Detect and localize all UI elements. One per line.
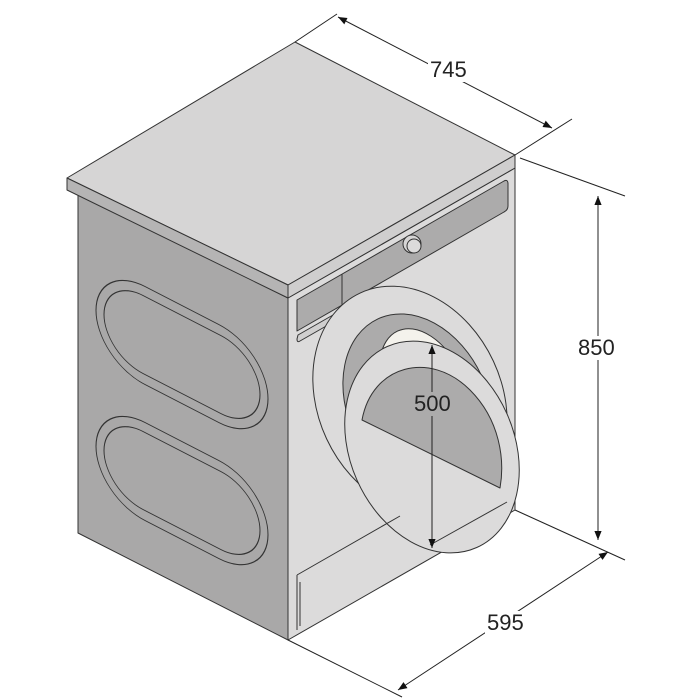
control-panel bbox=[296, 179, 509, 332]
extension-line bbox=[287, 639, 403, 698]
extension-line bbox=[519, 157, 626, 197]
extension-line bbox=[514, 118, 573, 156]
extension-line bbox=[514, 509, 626, 561]
extension-line bbox=[294, 13, 338, 43]
height-label: 850 bbox=[576, 335, 617, 360]
kick-plate bbox=[296, 515, 401, 630]
side-embossing bbox=[95, 279, 269, 566]
width-label: 595 bbox=[485, 610, 526, 635]
door-opening-label: 500 bbox=[412, 391, 453, 416]
depth-label: 745 bbox=[428, 57, 469, 82]
